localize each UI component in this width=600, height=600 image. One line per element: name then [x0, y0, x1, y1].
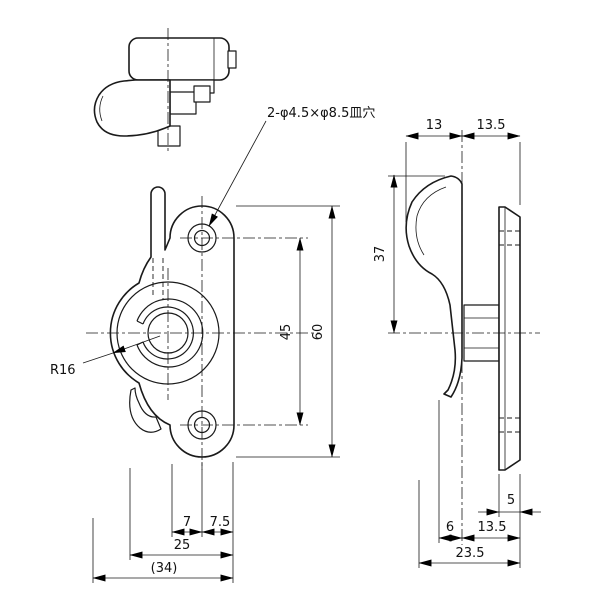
dim-label-60: 60: [311, 324, 326, 341]
hole-note-label: 2-φ4.5×φ8.5皿穴: [267, 106, 375, 121]
dim-label-5: 5: [507, 493, 515, 508]
dim-label-7-5: 7.5: [210, 515, 231, 530]
side-view: [405, 175, 521, 471]
dim-label-25: 25: [174, 538, 191, 553]
dim-front-overall-length: 60: [311, 205, 336, 458]
top-view-right-tab: [227, 50, 237, 69]
dim-label-37: 37: [373, 246, 388, 263]
dim-side-top: 13 13.5: [405, 118, 521, 140]
dim-side-plate-thickness: 5: [478, 493, 541, 516]
radius-label: R16: [50, 363, 76, 378]
dim-side-height: 37: [373, 174, 398, 334]
extension-lines: [92, 142, 521, 583]
side-top-extensions: [405, 142, 521, 222]
dim-label-13: 13: [426, 118, 443, 133]
dim-label-34: (34): [151, 561, 178, 576]
dim-label-13-5-bottom: 13.5: [478, 520, 507, 535]
top-view-keeper-tab: [193, 85, 211, 103]
side-hub-lines: [464, 317, 499, 349]
dim-label-45: 45: [279, 324, 294, 341]
dim-label-7: 7: [183, 515, 191, 530]
radius-note: R16: [50, 335, 161, 378]
side-handle-inner-line: [415, 186, 447, 256]
dim-label-6: 6: [446, 520, 454, 535]
front-lever-hidden-lines: [152, 258, 164, 300]
hole-note-leader-line: [208, 120, 267, 227]
dim-label-13-5-top: 13.5: [477, 118, 506, 133]
top-view-keeper: [169, 91, 197, 115]
dim-label-23-5: 23.5: [456, 546, 485, 561]
dim-front-widths: 7 7.5: [171, 515, 234, 536]
front-hook: [129, 387, 162, 433]
dim-front-overall-width: (34): [92, 561, 234, 582]
dim-side-bottom: 6 13.5: [438, 520, 521, 542]
front-bottom-extensions: [92, 462, 234, 583]
side-plate: [498, 206, 521, 471]
front-plate-outline: [109, 186, 235, 458]
dim-side-overall-depth: 23.5: [418, 546, 521, 567]
dim-front-body-width: 25: [129, 538, 234, 559]
top-view: [93, 37, 237, 147]
front-view: [109, 186, 235, 458]
side-handle: [405, 175, 463, 398]
side-plate-hole-hidden-lines: [499, 230, 520, 433]
top-view-grip-inner-line: [99, 95, 104, 122]
radius-leader-tail: [82, 352, 114, 364]
hole-note: 2-φ4.5×φ8.5皿穴: [208, 106, 375, 227]
centerlines: [86, 28, 540, 545]
side-bottom-extensions: [418, 400, 521, 568]
front-length-extensions: [236, 205, 340, 458]
dim-front-hole-pitch: 45: [279, 237, 304, 426]
top-view-grip: [93, 79, 171, 137]
radius-leader-arrow: [112, 335, 161, 354]
